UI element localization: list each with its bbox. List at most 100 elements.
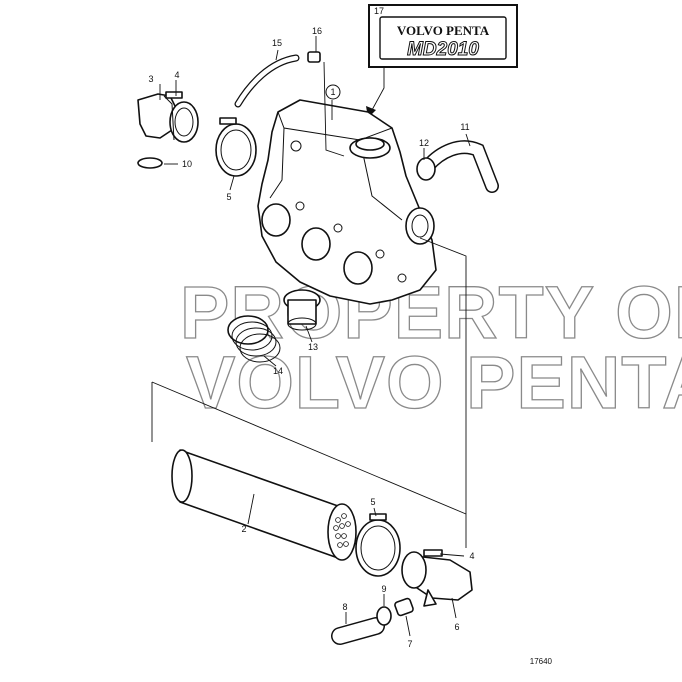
tube-hole: [341, 513, 347, 519]
tube-hole: [337, 542, 343, 548]
tube-bundle-front-end: [327, 503, 357, 561]
clamp-10: [137, 157, 163, 169]
elbow-3-assembly: [137, 91, 199, 143]
callout-17: 17: [374, 6, 384, 16]
leader-7: [405, 615, 411, 637]
manifold-top-edge: [277, 111, 393, 141]
bolt-hole-5: [397, 273, 407, 283]
manifold-side-edge: [269, 127, 285, 199]
spring-coil-4: [239, 333, 281, 363]
exhaust-port-2: [301, 227, 331, 261]
clamp-4-screw: [165, 91, 183, 99]
tube-hole: [345, 521, 351, 527]
thermostat-body: [287, 299, 317, 325]
bolt-hole-2: [295, 201, 305, 211]
watermark: PROPERTY OF VOLVO PENTA: [179, 270, 682, 424]
watermark-line-1: PROPERTY OF: [180, 271, 682, 354]
callout-5-lower: 5: [370, 497, 375, 507]
end-cover-6: [401, 549, 473, 607]
callout-1: 1: [330, 87, 335, 97]
clamp-5-upper-outer: [215, 123, 257, 177]
leader-2: [247, 493, 255, 525]
clamp-5-lower-inner: [360, 525, 396, 571]
bolt-hole-1: [290, 140, 302, 152]
callout-4-upper: 4: [174, 70, 179, 80]
clamp-5-lower-screw: [369, 513, 387, 521]
callout-10: 10: [182, 159, 192, 169]
elbow-3-outlet: [169, 101, 199, 143]
leader-16b: [323, 61, 345, 157]
tube-hole: [335, 533, 341, 539]
outlet-port: [405, 207, 435, 245]
bracket-right-vertical: [419, 237, 467, 548]
tube-bundle-2: [171, 449, 357, 561]
hose-15-fill: [235, 55, 299, 107]
callout-6: 6: [454, 622, 459, 632]
tube-bundle-body: [179, 449, 339, 559]
callout-1-circle: [325, 84, 341, 100]
logo-brand-text: VOLVO PENTA: [397, 23, 490, 38]
callout-3: 3: [148, 74, 153, 84]
end-cover-inlet: [401, 551, 427, 589]
callout-9: 9: [381, 584, 386, 594]
tube-hole: [339, 523, 345, 529]
bracket-diagonal: [151, 381, 467, 515]
leader-14: [263, 355, 277, 367]
leader-6: [451, 597, 457, 619]
callout-4-lower: 4: [469, 551, 474, 561]
leader-15: [275, 49, 279, 61]
tube-bundle-rear-end: [171, 449, 193, 503]
spring-coil-2: [231, 321, 273, 351]
callout-16: 16: [312, 26, 322, 36]
callout-5-upper: 5: [226, 192, 231, 202]
nipple-7: [394, 597, 414, 617]
thermostat-13: [283, 289, 321, 331]
callout-8: 8: [342, 602, 347, 612]
end-cover-spout: [423, 589, 437, 607]
fitting-16: [307, 51, 321, 63]
clamp-12: [416, 157, 436, 181]
logo-model-text: MD2010: [407, 39, 479, 60]
hose-8-fill: [332, 618, 384, 644]
callout-15: 15: [272, 38, 282, 48]
clamp-9: [376, 606, 392, 626]
callout-14: 14: [273, 366, 283, 376]
callout-2: 2: [241, 524, 246, 534]
watermark-line-2: VOLVO PENTA: [186, 341, 682, 424]
bolt-hole-4: [375, 249, 385, 259]
elbow-3-bore: [174, 107, 194, 137]
callout-12: 12: [419, 138, 429, 148]
leader-5a: [229, 175, 235, 191]
manifold-front-edge: [359, 139, 403, 221]
callout-11: 11: [460, 122, 469, 132]
spring-14: [227, 315, 281, 363]
clamp-5-upper-inner: [220, 129, 252, 171]
exhaust-port-1: [261, 203, 291, 237]
manifold-body: [257, 99, 437, 305]
outlet-port-bore: [411, 214, 429, 238]
clamp-5-upper-screw: [219, 117, 237, 125]
clamp-4-lower-screw: [423, 549, 443, 557]
tube-hole: [335, 517, 341, 523]
logo-plate: [379, 16, 507, 60]
thermostat-base: [287, 317, 317, 331]
leader-4b: [439, 553, 465, 557]
spring-coil-3: [235, 327, 277, 357]
model-logo-box: 17 VOLVO PENTA MD2010: [368, 4, 518, 68]
leader-13: [305, 325, 313, 343]
leader-lines: [159, 36, 471, 637]
callout-7: 7: [407, 639, 412, 649]
exhaust-port-3: [343, 251, 373, 285]
manifold-housing: [257, 99, 437, 305]
tube-hole: [343, 541, 349, 547]
logo-pointer-line: [371, 68, 385, 111]
tube-hole: [333, 525, 339, 531]
hose-15-outline: [234, 54, 300, 108]
clamp-5-lower-outer: [355, 519, 401, 577]
filler-cap: [355, 137, 385, 151]
callout-labels: 1 2 3 4 4 5 5 6 7 8 9 10 11 12 13 14 15 …: [148, 26, 474, 649]
bolt-hole-3: [333, 223, 343, 233]
leader-11: [465, 133, 471, 147]
